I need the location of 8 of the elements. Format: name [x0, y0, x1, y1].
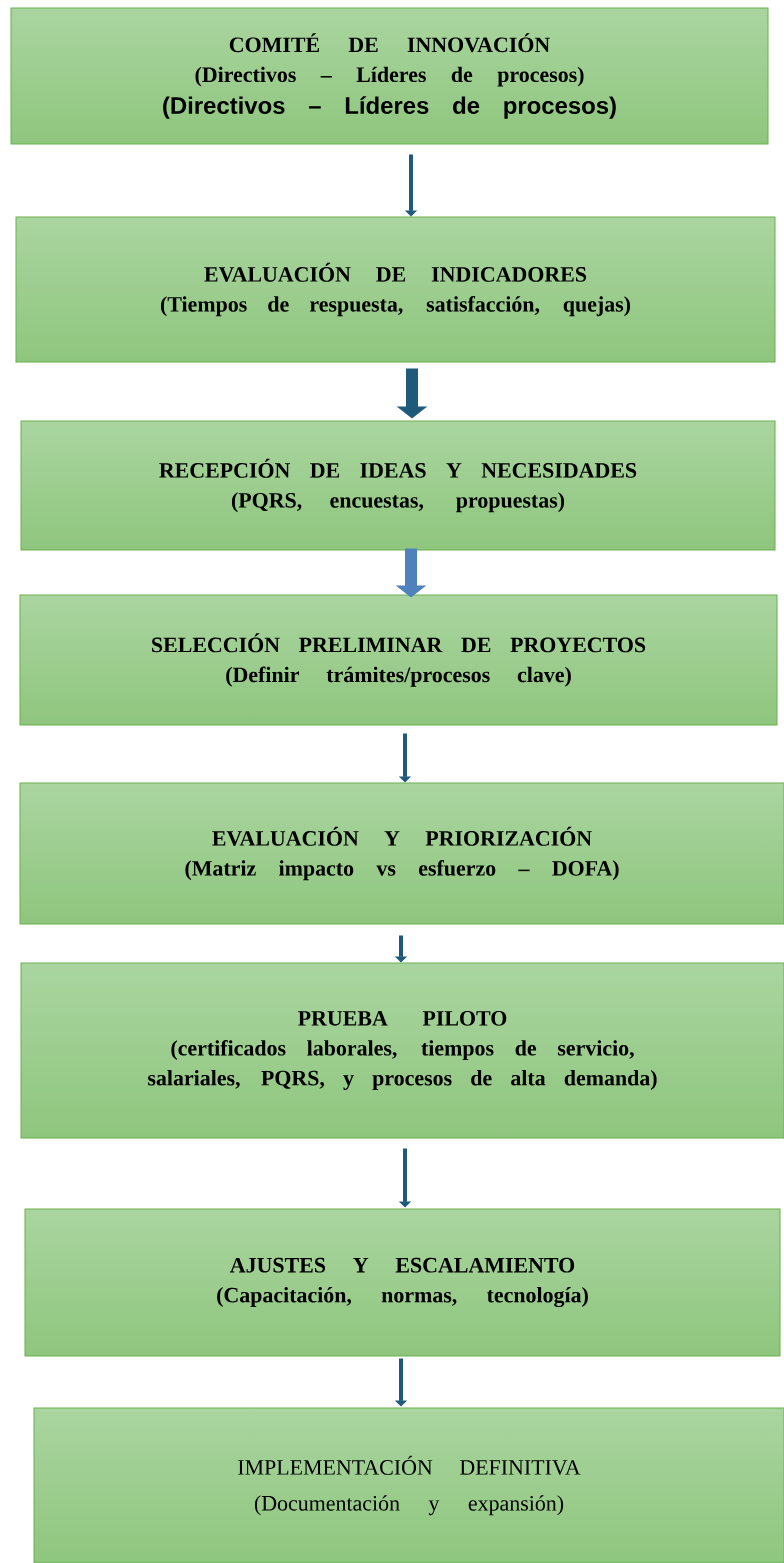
process-box: IMPLEMENTACIÓN DEFINITIVA (Documentación y expansión)	[33, 1407, 784, 1563]
process-box: EVALUACIÓN DE INDICADORES (Tiempos de respuesta, satisfacción, quejas)	[15, 216, 776, 363]
process-box: COMITÉ DE INNOVACIÓN (Directivos – Líderes de procesos) (Directivos – Líderes de procesos)	[10, 7, 769, 145]
process-box: SELECCIÓN PRELIMINAR DE PROYECTOS (Definir trámites/procesos clave)	[19, 594, 778, 726]
process-box: EVALUACIÓN Y PRIORIZACIÓN (Matriz impacto vs esfuerzo – DOFA)	[19, 782, 784, 925]
process-box: PRUEBA PILOTO (certificados laborales, tiempos de servicio, salariales, PQRS, y procesos de alta demanda)	[20, 962, 784, 1139]
process-box: RECEPCIÓN DE IDEAS Y NECESIDADES (PQRS, encuestas, propuestas)	[20, 420, 776, 551]
process-box: AJUSTES Y ESCALAMIENTO (Capacitación, normas, tecnología)	[24, 1208, 781, 1357]
